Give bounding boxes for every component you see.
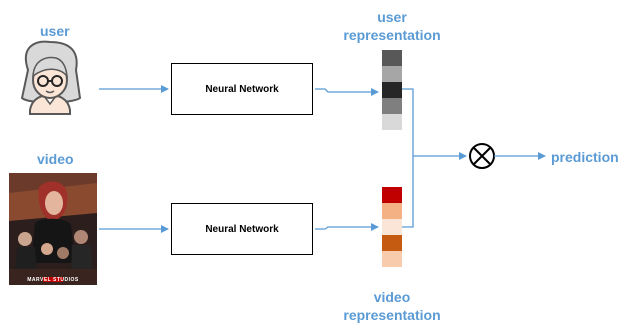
multiply-circle-icon [469,143,495,169]
user-avatar-icon [20,40,82,115]
user-vector-cell [382,114,402,130]
video-vector-cell [382,251,402,267]
video-label: video [37,151,74,167]
video-vector-cell [382,187,402,203]
arrow-user-network-to-representation [315,88,379,96]
video-representation-vector [382,187,402,267]
user-representation-vector [382,50,402,130]
movie-poster-image: MARVEL STUDIOS [9,173,97,285]
user-representation-line2: representation [343,27,441,43]
merge-line-user [402,88,414,156]
user-representation-label: user representation [326,8,458,44]
video-representation-line1: video [373,289,411,305]
user-vector-cell [382,82,402,98]
video-vector-cell [382,235,402,251]
user-label: user [40,23,70,39]
video-vector-cell [382,219,402,235]
user-representation-line1: user [377,9,407,25]
poster-logo-text: MARVEL STUDIOS [27,277,79,283]
video-representation-line2: representation [343,307,441,323]
video-representation-label: video representation [326,288,458,324]
arrow-video-network-to-representation [315,223,379,231]
video-vector-cell [382,203,402,219]
video-neural-network-box: Neural Network [171,203,313,255]
merge-line-video [402,156,414,228]
user-vector-cell [382,50,402,66]
user-vector-cell [382,66,402,82]
user-neural-network-box: Neural Network [171,63,313,115]
user-vector-cell [382,98,402,114]
prediction-label: prediction [551,149,619,165]
